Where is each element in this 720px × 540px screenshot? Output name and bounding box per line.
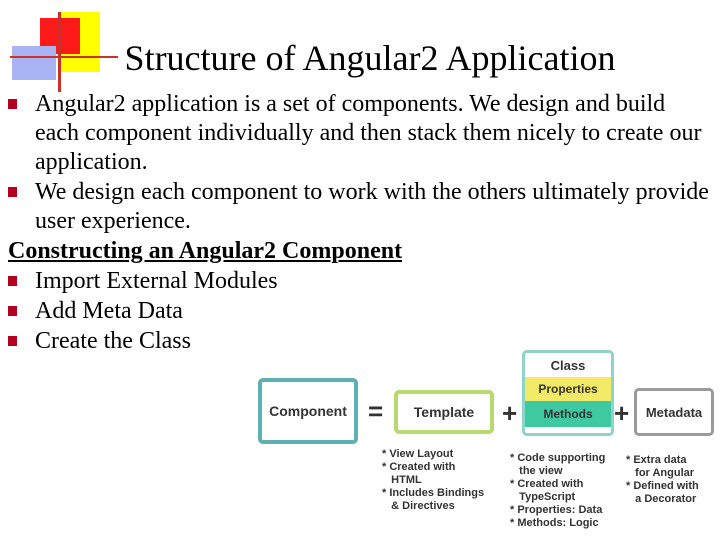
bullet-step: Create the Class: [8, 327, 713, 356]
horizontal-line: [10, 56, 118, 58]
bullet-step: Add Meta Data: [8, 297, 713, 326]
equals-sign: =: [368, 396, 384, 426]
bullet-paragraph: Angular2 application is a set of compone…: [8, 90, 713, 177]
square-bullet-icon: [8, 99, 17, 109]
template-notes: * View Layout * Created with HTML * Incl…: [382, 448, 485, 512]
class-header: Class: [550, 357, 586, 373]
blue-square: [12, 46, 56, 80]
section-heading: Constructing an Angular2 Component: [8, 238, 403, 264]
properties-row: Properties: [525, 377, 611, 401]
square-bullet-icon: [8, 276, 17, 286]
bullet-text: Angular2 application is a set of compone…: [35, 91, 702, 175]
class-box: Class Properties Methods: [522, 350, 614, 436]
bullet-text: Import External Modules: [35, 268, 278, 294]
component-diagram: Component = Template + Class Properties …: [252, 340, 720, 540]
bullet-paragraph: We design each component to work with th…: [8, 178, 713, 236]
vertical-line: [58, 12, 61, 92]
plus-sign: +: [502, 398, 518, 428]
template-box: Template: [394, 390, 494, 434]
bullet-step: Import External Modules: [8, 267, 713, 296]
slide-title: Structure of Angular2 Application: [124, 38, 616, 78]
bullet-text: Create the Class: [35, 328, 191, 354]
component-box: Component: [258, 378, 358, 444]
metadata-notes: * Extra data for Angular * Defined with …: [626, 454, 699, 505]
metadata-box: Metadata: [634, 388, 714, 436]
methods-row: Methods: [525, 401, 611, 427]
bullet-text: Add Meta Data: [35, 298, 183, 324]
plus-sign: +: [614, 398, 630, 428]
class-notes: * Code supporting the view * Created wit…: [510, 452, 606, 529]
slide-body: Angular2 application is a set of compone…: [8, 90, 713, 357]
square-bullet-icon: [8, 336, 17, 346]
square-bullet-icon: [8, 187, 17, 197]
square-bullet-icon: [8, 306, 17, 316]
bullet-text: We design each component to work with th…: [35, 179, 709, 234]
